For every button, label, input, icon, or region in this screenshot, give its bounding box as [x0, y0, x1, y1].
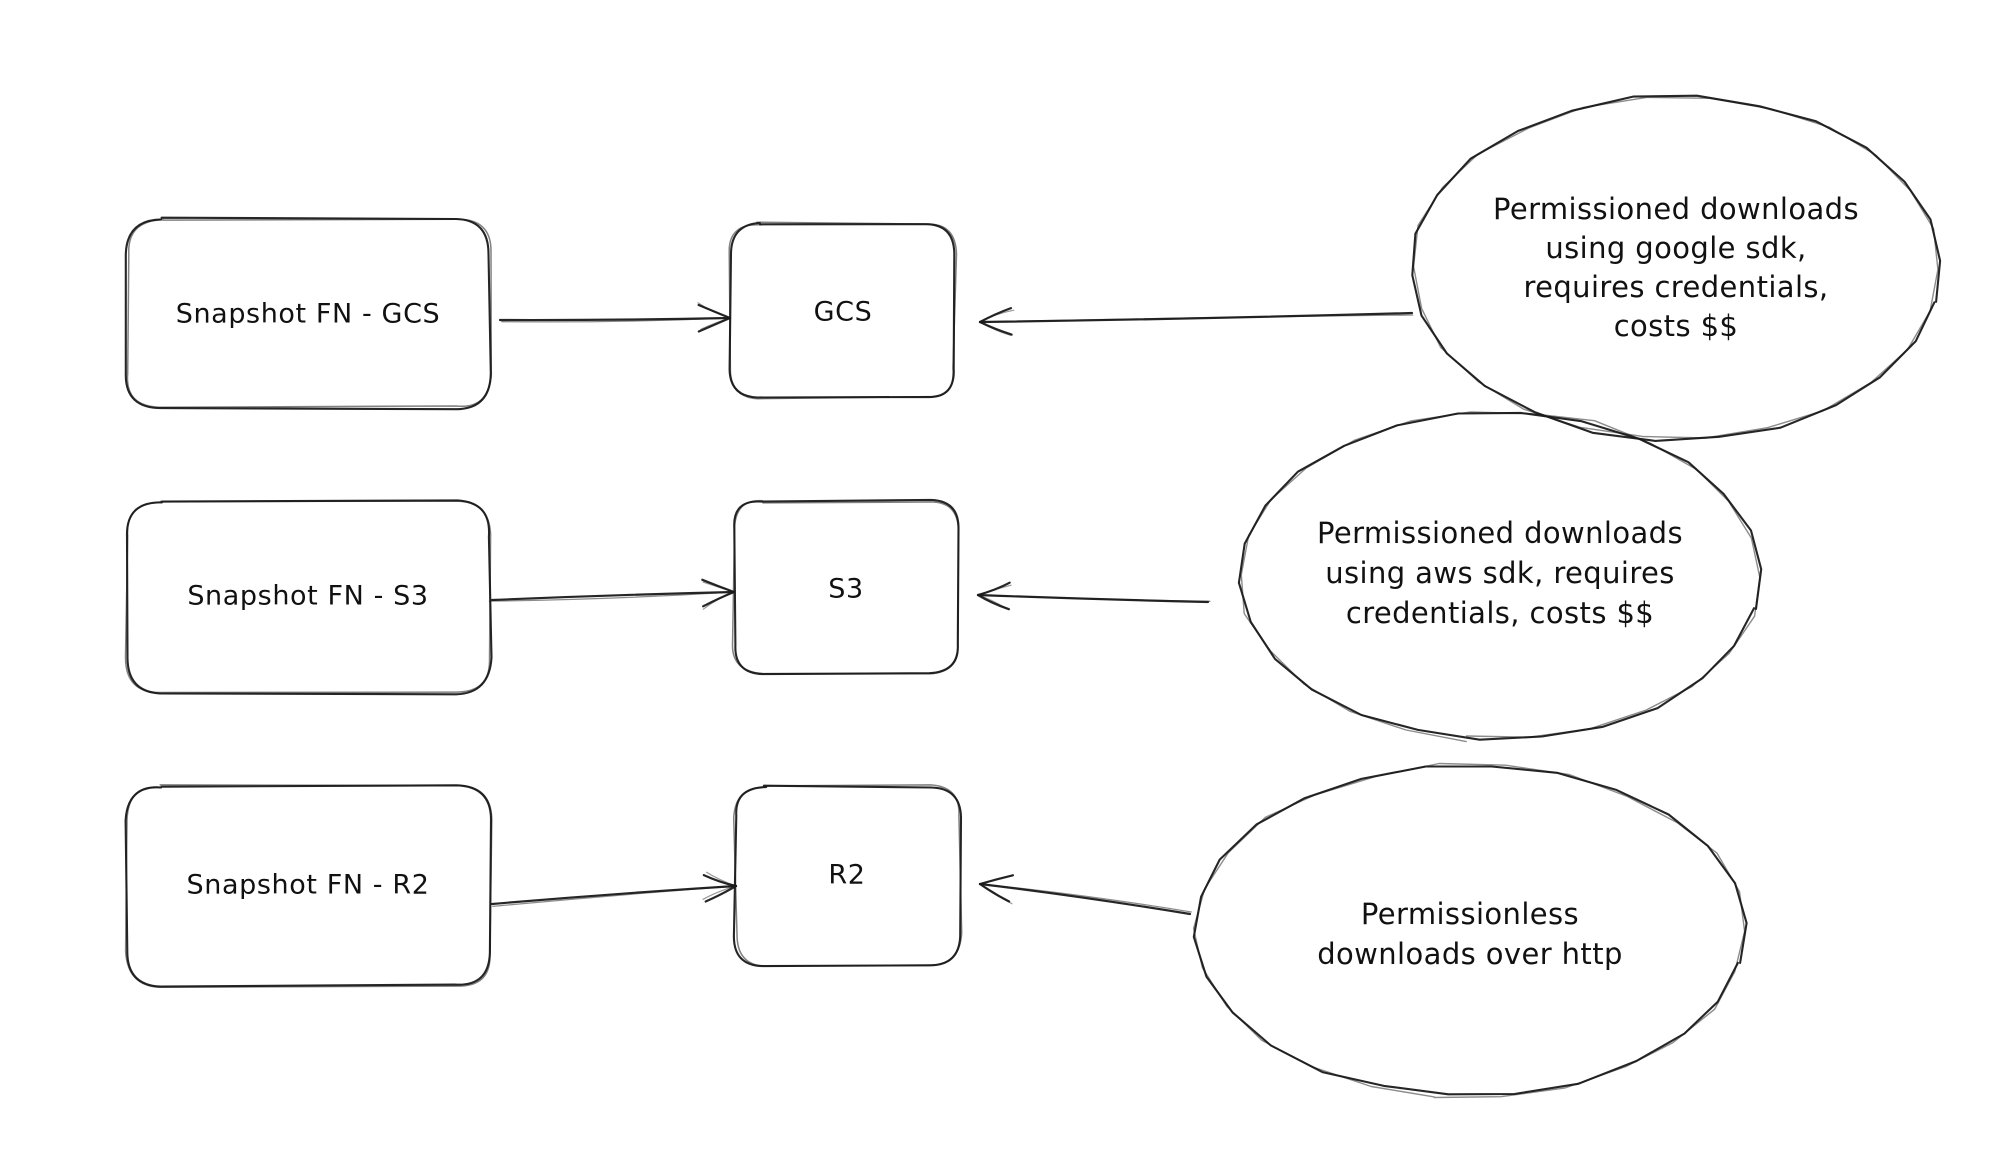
sketch-stroke [124, 784, 493, 988]
s3-label: S3 [828, 574, 864, 605]
sketch-stroke [732, 784, 963, 967]
note-s3-line-1: Permissioned downloads [1317, 516, 1683, 550]
sketch-stroke [979, 321, 1012, 336]
node-r2[interactable]: R2 [732, 784, 963, 968]
sketch-stroke [977, 594, 1008, 610]
note-gcs: Permissioned downloads using google sdk,… [1411, 94, 1942, 442]
sketch-stroke [488, 591, 735, 602]
sketch-stroke [979, 883, 1192, 913]
snapshot-fn-s3-label: Snapshot FN - S3 [187, 581, 428, 612]
note-s3-line-2: using aws sdk, requires [1325, 556, 1675, 590]
note-gcs-line-2: using google sdk, [1545, 231, 1806, 265]
sketch-stroke [490, 590, 736, 602]
sketch-stroke [979, 883, 1013, 905]
sketch-stroke [977, 594, 1211, 602]
sketch-stroke [706, 871, 737, 887]
sketch-stroke [702, 874, 738, 888]
node-snapshot-fn-gcs[interactable]: Snapshot FN - GCS [124, 216, 493, 411]
sketch-stroke [978, 882, 1011, 903]
note-r2-line-1: Permissionless [1361, 897, 1579, 931]
node-snapshot-fn-s3[interactable]: Snapshot FN - S3 [124, 499, 493, 696]
sketch-stroke [1412, 96, 1939, 439]
edge-note-r2-to-r2 [978, 874, 1192, 916]
sketch-stroke [1192, 765, 1748, 1096]
sketch-stroke [124, 216, 492, 411]
sketch-stroke [1192, 762, 1746, 1099]
note-gcs-line-4: costs $$ [1614, 309, 1739, 343]
sketch-stroke [702, 581, 735, 593]
sketch-stroke [492, 885, 737, 908]
snapshot-fn-r2-label: Snapshot FN - R2 [187, 870, 430, 901]
sketch-stroke [978, 882, 1192, 916]
edge-snapshot-fn-gcs-to-gcs [498, 302, 732, 333]
sketch-stroke [979, 309, 1015, 323]
edge-note-gcs-to-gcs [978, 307, 1414, 336]
edge-snapshot-fn-s3-to-s3 [488, 578, 736, 610]
snapshot-fn-gcs-label: Snapshot FN - GCS [176, 299, 441, 330]
edge-note-s3-to-s3 [976, 581, 1211, 611]
sketch-stroke [728, 221, 958, 400]
row-r2: Snapshot FN - R2 R2 Permissionless downl… [124, 762, 1748, 1099]
sketch-stroke [704, 884, 738, 903]
node-s3[interactable]: S3 [731, 498, 960, 676]
note-r2: Permissionless downloads over http [1192, 762, 1748, 1099]
sketch-stroke [978, 874, 1014, 886]
note-gcs-line-1: Permissioned downloads [1493, 192, 1859, 226]
note-gcs-line-3: requires credentials, [1523, 270, 1828, 304]
sketch-stroke [700, 317, 731, 330]
note-r2-line-2: downloads over http [1317, 937, 1623, 971]
sketch-stroke [126, 218, 493, 408]
edge-snapshot-fn-r2-to-r2 [490, 871, 738, 908]
note-s3-line-3: credentials, costs $$ [1346, 596, 1654, 630]
sketch-stroke [976, 581, 1011, 597]
sketch-stroke [978, 320, 1013, 336]
sketch-stroke [978, 307, 1013, 324]
node-gcs[interactable]: GCS [728, 221, 958, 400]
sketch-stroke [697, 303, 732, 320]
sketch-stroke [976, 593, 1010, 611]
sketch-stroke [979, 314, 1414, 323]
sketch-stroke [697, 316, 732, 333]
sketch-stroke [124, 500, 492, 694]
note-s3: Permissioned downloads using aws sdk, re… [1237, 411, 1763, 743]
sketch-stroke [1240, 411, 1761, 743]
sketch-stroke [702, 885, 737, 900]
sketch-stroke [501, 317, 731, 323]
node-snapshot-fn-r2[interactable]: Snapshot FN - R2 [124, 784, 493, 989]
sketch-stroke [701, 578, 736, 594]
gcs-label: GCS [814, 297, 873, 328]
sketch-stroke [977, 584, 1012, 596]
sketch-stroke [697, 302, 731, 319]
r2-label: R2 [828, 860, 865, 891]
row-gcs: Snapshot FN - GCS GCS Permissioned downl… [124, 94, 1942, 442]
row-s3: Snapshot FN - S3 S3 Permissioned downloa… [124, 411, 1763, 743]
sketch-stroke [979, 874, 1014, 885]
sketch-stroke [124, 784, 493, 989]
sketch-stroke [702, 590, 736, 608]
sketch-stroke [702, 591, 735, 610]
sketch-stroke [731, 499, 960, 675]
